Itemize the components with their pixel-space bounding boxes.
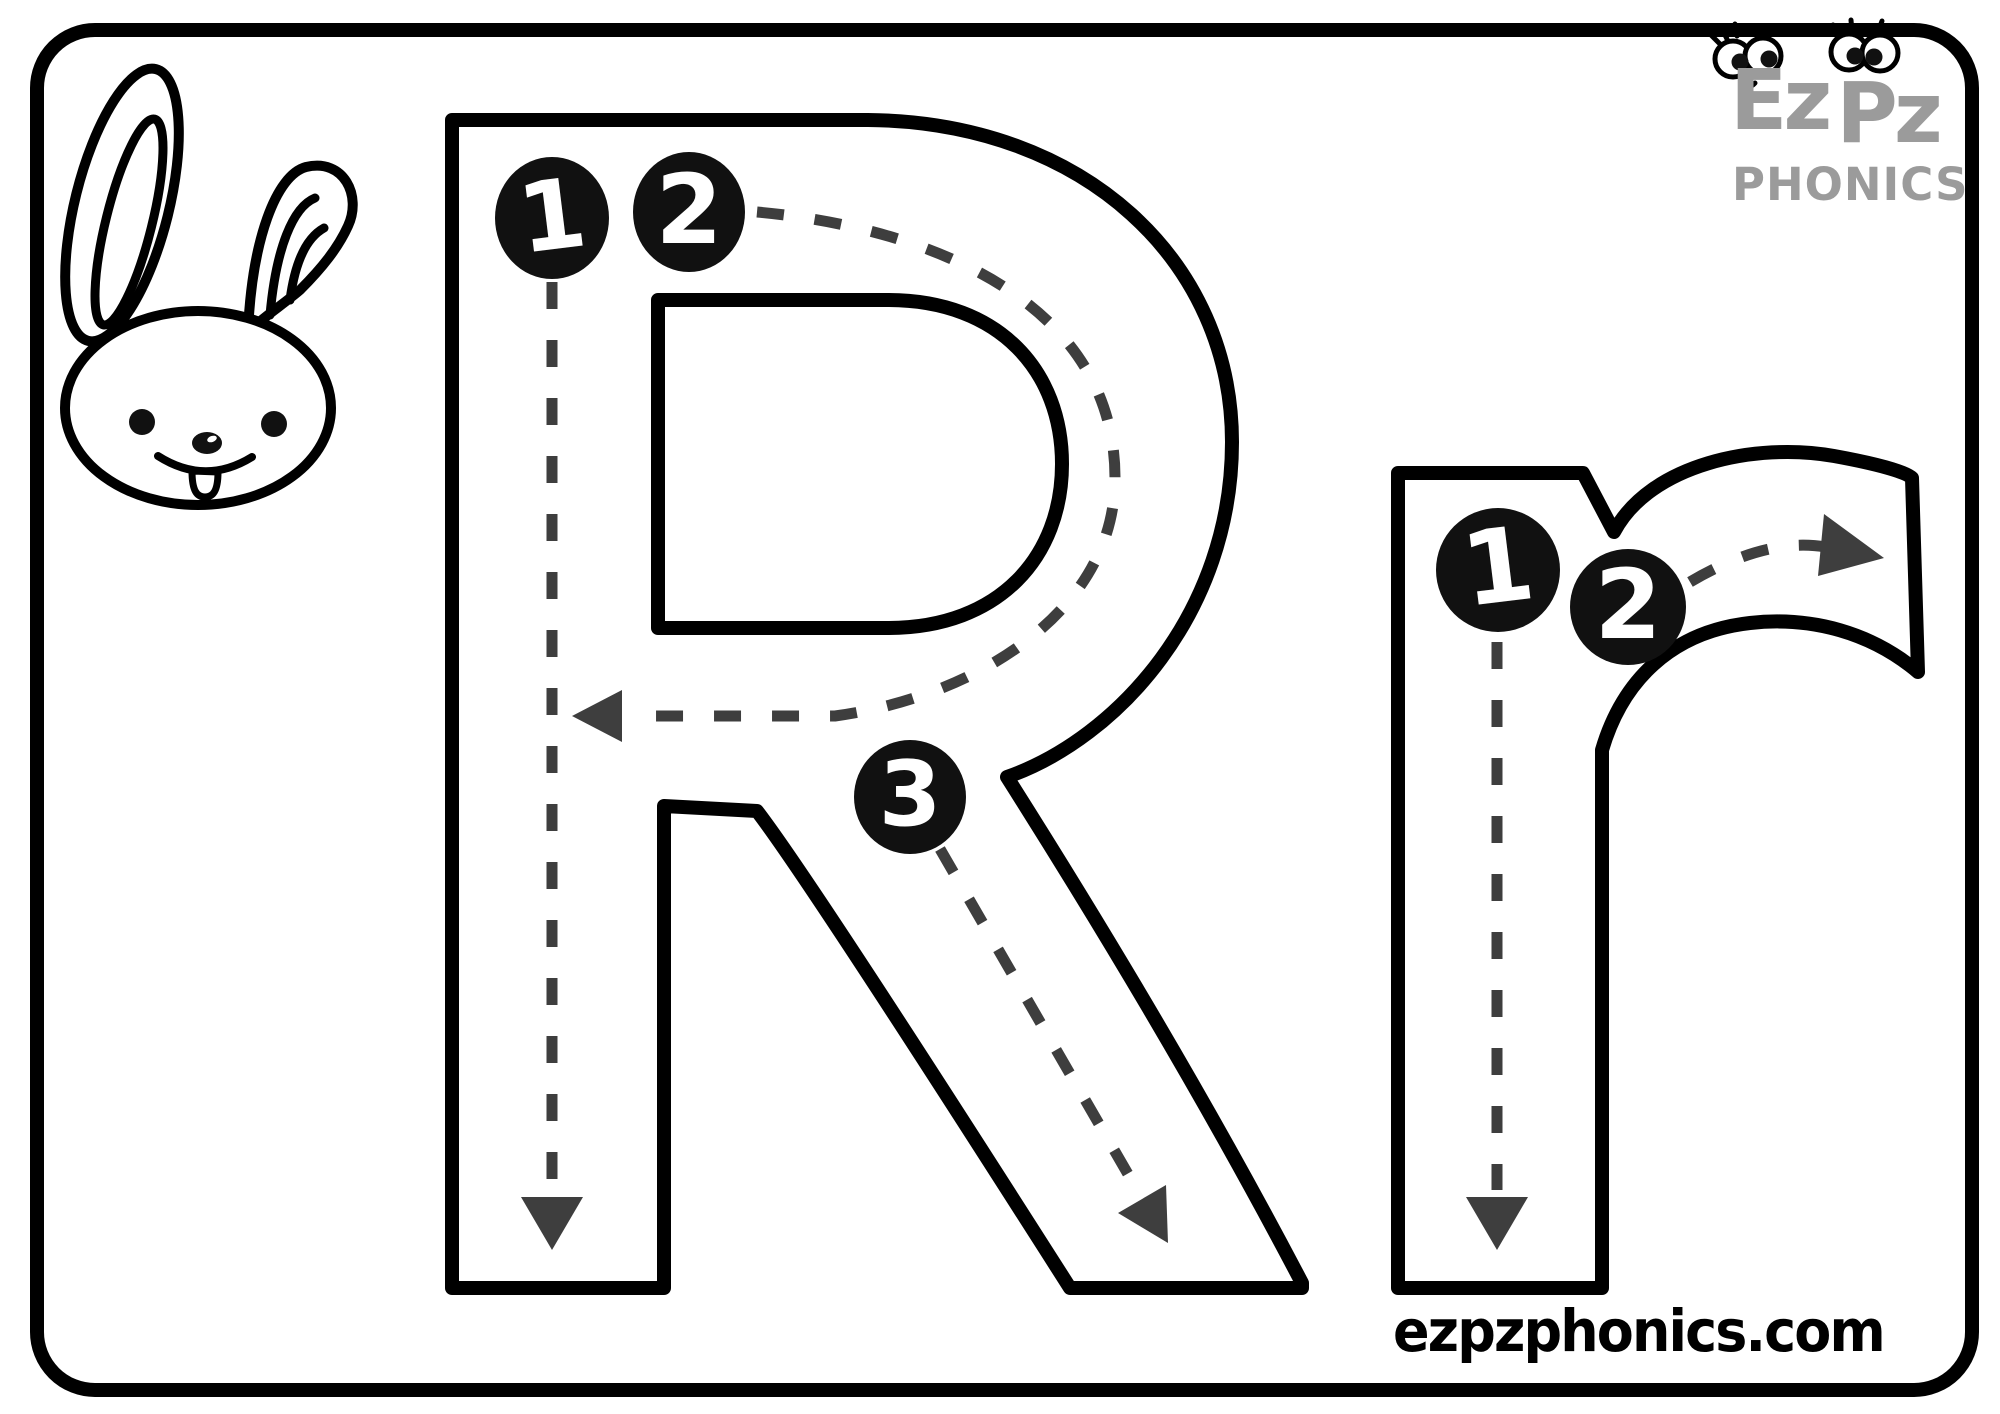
step-number-R-3: 3 <box>878 742 942 848</box>
arrow-down-r-stroke-1 <box>1466 1197 1528 1250</box>
rabbit-eye-left <box>129 409 155 435</box>
lowercase-letter-body <box>1391 445 1925 1295</box>
step-number-R-2: 2 <box>655 154 723 267</box>
logo-text-pz: Pz <box>1836 64 1942 162</box>
step-markers <box>495 152 1686 854</box>
step-number-r-1: 1 <box>1455 504 1541 631</box>
step-marker-r-2 <box>1570 549 1686 665</box>
rabbit-illustration <box>60 63 358 510</box>
page-border <box>30 23 1979 1397</box>
step-marker-R-1 <box>495 157 609 279</box>
trace-path-R-stroke-2 <box>630 206 1121 722</box>
uppercase-letter-counter <box>651 293 1069 635</box>
rabbit-tongue <box>188 467 222 501</box>
rabbit-eye-right <box>261 411 287 437</box>
step-marker-R-2 <box>633 152 745 272</box>
trace-path-R-stroke-3 <box>935 846 1148 1203</box>
arrow-left-R-stroke-2 <box>572 690 622 742</box>
arrow-down-R-stroke-1 <box>521 1197 583 1250</box>
footer-website-url: ezpzphonics.com <box>1393 1297 1886 1365</box>
arrow-right-r-stroke-2 <box>1818 514 1884 576</box>
rabbit-nose <box>192 432 222 454</box>
step-marker-R-3 <box>854 740 966 854</box>
arrow-diagonal-R-stroke-3 <box>1118 1185 1168 1243</box>
brand-logo: EzPz PHONICS <box>1704 14 1984 214</box>
trace-path-r-stroke-2 <box>1687 539 1832 587</box>
uppercase-letter-outline <box>445 113 1309 1295</box>
step-number-r-2: 2 <box>1594 549 1662 662</box>
logo-googly-eyes-icon <box>1707 17 1901 90</box>
logo-text-phonics: PHONICS <box>1732 158 1969 211</box>
rabbit-right-ear-fold-1 <box>265 193 320 320</box>
rabbit-head <box>60 306 336 510</box>
step-number-R-1: 1 <box>512 156 592 276</box>
rabbit-left-ear-inner <box>90 114 168 330</box>
trace-arrowheads <box>521 514 1884 1250</box>
logo-text-ez: Ez <box>1730 51 1832 149</box>
rabbit-nose-highlight <box>207 435 217 443</box>
lowercase-letter-outline <box>1391 445 1925 1295</box>
logo-wordmark: EzPz <box>1730 58 1943 155</box>
rabbit-right-ear-fold-2 <box>285 223 329 305</box>
trace-guides <box>546 206 1832 1203</box>
step-marker-r-1 <box>1436 508 1560 632</box>
